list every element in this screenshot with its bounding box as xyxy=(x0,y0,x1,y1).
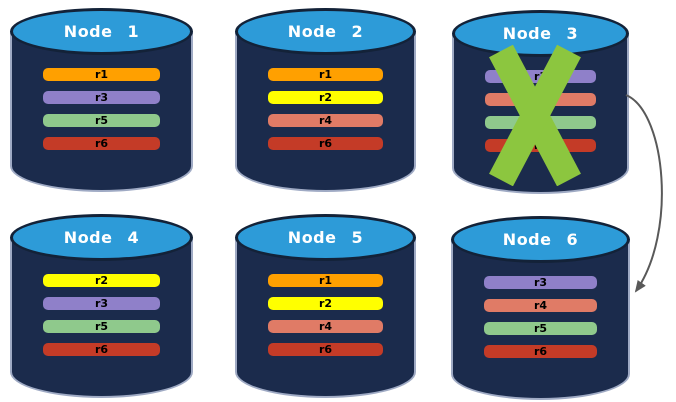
replica-label: r6 xyxy=(318,137,333,150)
replica-bar: r2 xyxy=(268,297,383,310)
replica-bar: r4 xyxy=(268,320,383,333)
db-node-4: Node 4 r2 r3 r5 r6 xyxy=(10,214,193,398)
replica-bar: r6 xyxy=(43,343,160,356)
replica-list: r1 r2 r4 r6 xyxy=(268,274,383,356)
replica-label: r1 xyxy=(94,68,109,81)
node-cylinder-body xyxy=(235,31,416,192)
replica-label: r2 xyxy=(94,274,109,287)
node-cylinder-body xyxy=(10,31,193,192)
replica-label: r4 xyxy=(533,299,548,312)
replica-label: r5 xyxy=(94,320,109,333)
node-title: Node 4 xyxy=(63,228,140,247)
replica-bar: r2 xyxy=(43,274,160,287)
replica-bar: r1 xyxy=(43,68,160,81)
replica-bar: r4 xyxy=(484,299,597,312)
replica-label: r5 xyxy=(94,114,109,127)
replica-bar: r6 xyxy=(268,137,383,150)
replica-label: r5 xyxy=(533,116,548,129)
db-node-3: Node 3 r3 r4 r5 r6 xyxy=(452,10,629,194)
node-title: Node 1 xyxy=(63,22,140,41)
node-cylinder-body xyxy=(10,237,193,398)
node-title: Node 5 xyxy=(287,228,364,247)
replica-label: r2 xyxy=(318,91,333,104)
node-title: Node 6 xyxy=(502,230,579,249)
db-node-6: Node 6 r3 r4 r5 r6 xyxy=(451,216,630,400)
replica-bar: r2 xyxy=(268,91,383,104)
node-cylinder-top: Node 5 xyxy=(235,214,416,261)
node-cylinder-top: Node 2 xyxy=(235,8,416,55)
node-cylinder-top: Node 1 xyxy=(10,8,193,55)
replica-bar: r6 xyxy=(43,137,160,150)
replica-bar: r6 xyxy=(485,139,596,152)
replica-bar: r6 xyxy=(268,343,383,356)
replica-label: r3 xyxy=(94,91,109,104)
replica-label: r6 xyxy=(94,137,109,150)
replica-bar: r4 xyxy=(485,93,596,106)
replica-bar: r4 xyxy=(268,114,383,127)
replica-bar: r3 xyxy=(43,91,160,104)
replica-bar: r1 xyxy=(268,274,383,287)
replica-label: r5 xyxy=(533,322,548,335)
replica-list: r3 r4 r5 r6 xyxy=(484,276,597,358)
node-cylinder-top: Node 3 xyxy=(452,10,629,57)
node-title: Node 2 xyxy=(287,22,364,41)
db-node-1: Node 1 r1 r3 r5 r6 xyxy=(10,8,193,192)
replica-label: r6 xyxy=(94,343,109,356)
replica-list: r2 r3 r5 r6 xyxy=(43,274,160,356)
replica-label: r6 xyxy=(533,345,548,358)
node-cylinder-top: Node 4 xyxy=(10,214,193,261)
replica-label: r3 xyxy=(533,70,548,83)
replica-bar: r3 xyxy=(43,297,160,310)
replica-bar: r5 xyxy=(43,320,160,333)
replica-bar: r1 xyxy=(268,68,383,81)
replica-bar: r6 xyxy=(484,345,597,358)
node-cylinder-top: Node 6 xyxy=(451,216,630,263)
node-cylinder-body xyxy=(451,239,630,400)
replica-label: r2 xyxy=(318,297,333,310)
replica-label: r6 xyxy=(318,343,333,356)
replica-bar: r3 xyxy=(485,70,596,83)
node-cylinder-body xyxy=(235,237,416,398)
replica-label: r3 xyxy=(533,276,548,289)
replica-label: r4 xyxy=(318,114,333,127)
replica-list: r1 r2 r4 r6 xyxy=(268,68,383,150)
replica-label: r4 xyxy=(318,320,333,333)
arrow-curve xyxy=(625,94,663,293)
replica-bar: r5 xyxy=(43,114,160,127)
db-node-5: Node 5 r1 r2 r4 r6 xyxy=(235,214,416,398)
db-node-2: Node 2 r1 r2 r4 r6 xyxy=(235,8,416,192)
replica-bar: r5 xyxy=(484,322,597,335)
replica-list: r3 r4 r5 r6 xyxy=(485,70,596,152)
node-title: Node 3 xyxy=(502,24,579,43)
replica-label: r1 xyxy=(318,68,333,81)
replica-label: r3 xyxy=(94,297,109,310)
replica-list: r1 r3 r5 r6 xyxy=(43,68,160,150)
replica-label: r4 xyxy=(533,93,548,106)
replica-label: r1 xyxy=(318,274,333,287)
replica-bar: r3 xyxy=(484,276,597,289)
replica-label: r6 xyxy=(533,139,548,152)
replica-bar: r5 xyxy=(485,116,596,129)
